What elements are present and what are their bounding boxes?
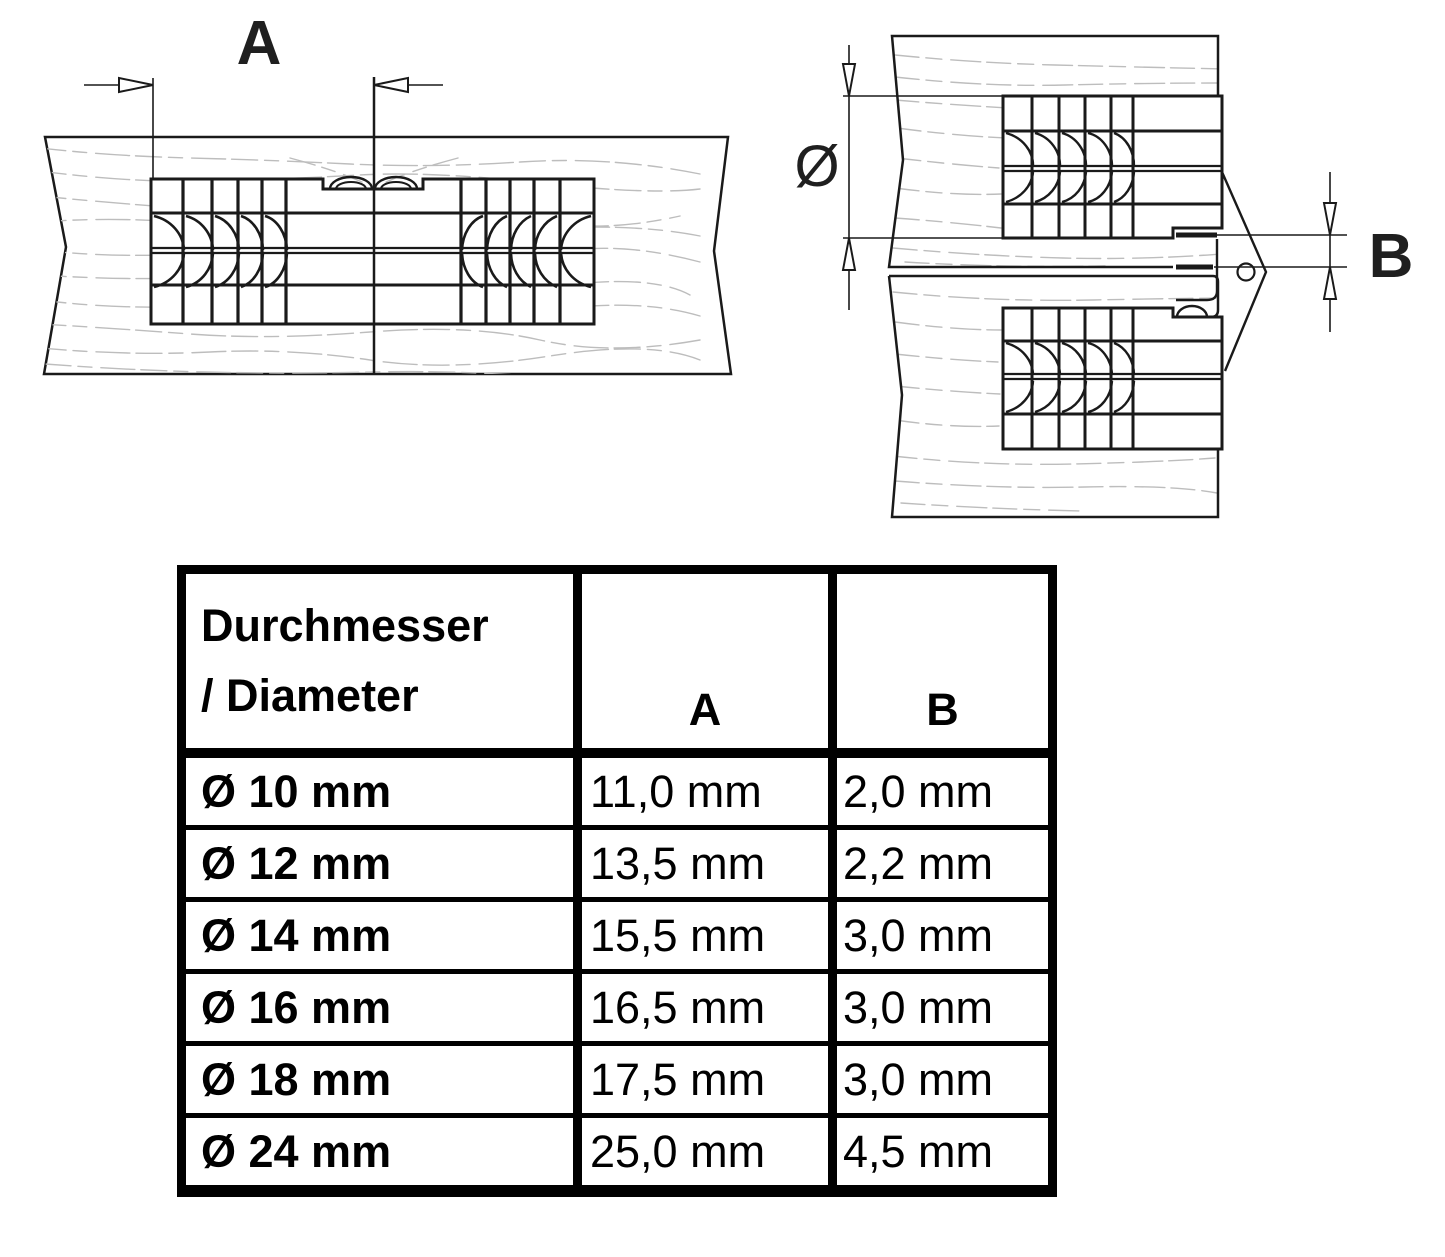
cell-b: 3,0 mm — [828, 1041, 1057, 1118]
table-row: Ø 14 mm 15,5 mm 3,0 mm — [177, 897, 1057, 974]
header-diameter-line1: Durchmesser — [201, 600, 489, 652]
arrowhead-up-icon — [841, 237, 857, 271]
left-section-view: A — [42, 9, 733, 376]
cell-diameter: Ø 24 mm — [177, 1113, 582, 1197]
cell-a: 11,0 mm — [573, 750, 837, 830]
dowel-connector — [149, 175, 596, 326]
dim-b-label: B — [1369, 222, 1414, 291]
pivot-hole — [1236, 262, 1256, 282]
dowel-upper-half — [1001, 94, 1224, 240]
dimension-a — [84, 76, 443, 179]
dimension-spec-table: Durchmesser / Diameter A B Ø 10 mm 11,0 … — [177, 565, 1057, 1197]
table-row: Ø 10 mm 11,0 mm 2,0 mm — [177, 750, 1057, 830]
dowel-lower-half — [1001, 306, 1224, 451]
cell-a: 25,0 mm — [573, 1113, 837, 1197]
right-section-view: Ø B — [794, 34, 1414, 519]
table-row: Ø 12 mm 13,5 mm 2,2 mm — [177, 825, 1057, 902]
header-col-b: B — [828, 565, 1057, 758]
cell-a: 15,5 mm — [573, 897, 837, 974]
header-diameter-line2: / Diameter — [201, 670, 419, 721]
cell-a: 17,5 mm — [573, 1041, 837, 1118]
cell-b: 2,0 mm — [828, 750, 1057, 830]
arrowhead-left-icon — [373, 76, 409, 94]
cell-b: 2,2 mm — [828, 825, 1057, 902]
table-row: Ø 24 mm 25,0 mm 4,5 mm — [177, 1113, 1057, 1197]
cell-diameter: Ø 10 mm — [177, 750, 582, 830]
dim-a-label: A — [237, 9, 282, 78]
header-col-a: A — [573, 565, 837, 758]
cell-diameter: Ø 14 mm — [177, 897, 582, 974]
arrowhead-up-icon — [1322, 266, 1338, 300]
table-header-row: Durchmesser / Diameter A B — [177, 565, 1057, 758]
table-row: Ø 16 mm 16,5 mm 3,0 mm — [177, 969, 1057, 1046]
arrowhead-down-icon — [1322, 202, 1338, 236]
lever-wedge — [1220, 171, 1268, 372]
arrowhead-right-icon — [118, 76, 154, 94]
cell-b: 3,0 mm — [828, 897, 1057, 974]
cell-a: 16,5 mm — [573, 969, 837, 1046]
table-row: Ø 18 mm 17,5 mm 3,0 mm — [177, 1041, 1057, 1118]
cell-b: 4,5 mm — [828, 1113, 1057, 1197]
dimension-diameter — [841, 45, 1003, 310]
cell-b: 3,0 mm — [828, 969, 1057, 1046]
dimension-b — [1176, 172, 1347, 332]
cell-diameter: Ø 18 mm — [177, 1041, 582, 1118]
arrowhead-down-icon — [841, 63, 857, 97]
diameter-label: Ø — [794, 134, 839, 199]
header-diameter: Durchmesser / Diameter — [177, 565, 582, 758]
cell-diameter: Ø 12 mm — [177, 825, 582, 902]
cell-diameter: Ø 16 mm — [177, 969, 582, 1046]
cell-a: 13,5 mm — [573, 825, 837, 902]
